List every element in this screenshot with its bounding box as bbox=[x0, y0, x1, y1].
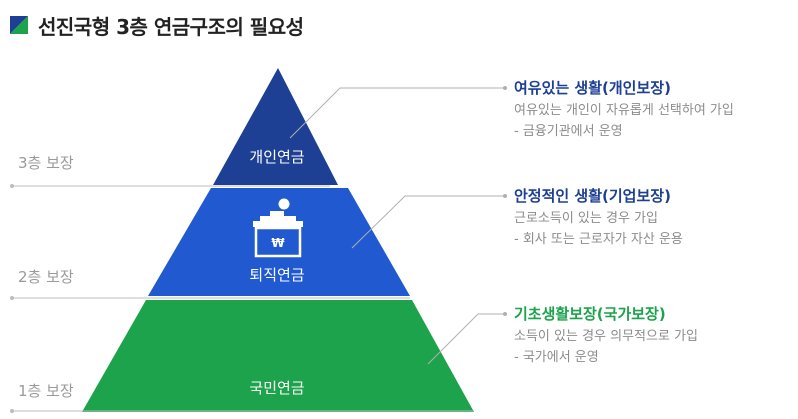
desc-title-retirement: 안정적인 생활(기업보장) bbox=[514, 187, 671, 205]
tier-label-personal: 개인연금 bbox=[249, 148, 304, 166]
connector-personal bbox=[289, 87, 505, 139]
level-label-second: 2층 보장 bbox=[18, 268, 74, 286]
desc-line-retirement-2: - 회사 또는 근로자가 자산 운용 bbox=[514, 232, 683, 247]
desc-title-personal: 여유있는 생활(개인보장) bbox=[514, 79, 671, 97]
desc-line-retirement-1: 근로소득이 있는 경우 가입 bbox=[514, 211, 658, 226]
tier-label-retirement: 퇴직연금 bbox=[249, 266, 304, 284]
desc-line-national-1: 소득이 있는 경우 의무적으로 가입 bbox=[514, 329, 698, 344]
tier-retirement-pension bbox=[148, 188, 410, 296]
level-label-third: 3층 보장 bbox=[18, 154, 74, 172]
level-label-first: 1층 보장 bbox=[18, 382, 74, 400]
page-title: 선진국형 3층 연금구조의 필요성 bbox=[38, 14, 304, 39]
title-marker-icon bbox=[10, 16, 28, 34]
desc-line-personal-2: - 금융기관에서 운영 bbox=[514, 124, 623, 139]
ballot-box-won-symbol: ₩ bbox=[271, 236, 285, 250]
desc-title-national: 기초생활보장(국가보장) bbox=[514, 305, 666, 323]
desc-line-national-2: - 국가에서 운영 bbox=[514, 350, 599, 365]
connector-national bbox=[427, 313, 505, 365]
desc-line-personal-1: 여유있는 개인이 자유롭게 선택하여 가입 bbox=[514, 103, 734, 118]
tier-personal-pension bbox=[213, 68, 338, 185]
ballot-box-icon: ₩ bbox=[253, 198, 303, 258]
connector-retirement bbox=[351, 195, 505, 249]
tier-national-pension bbox=[82, 300, 474, 412]
page-header: 선진국형 3층 연금구조의 필요성 bbox=[10, 12, 304, 39]
tier-label-national: 국민연금 bbox=[249, 379, 304, 397]
